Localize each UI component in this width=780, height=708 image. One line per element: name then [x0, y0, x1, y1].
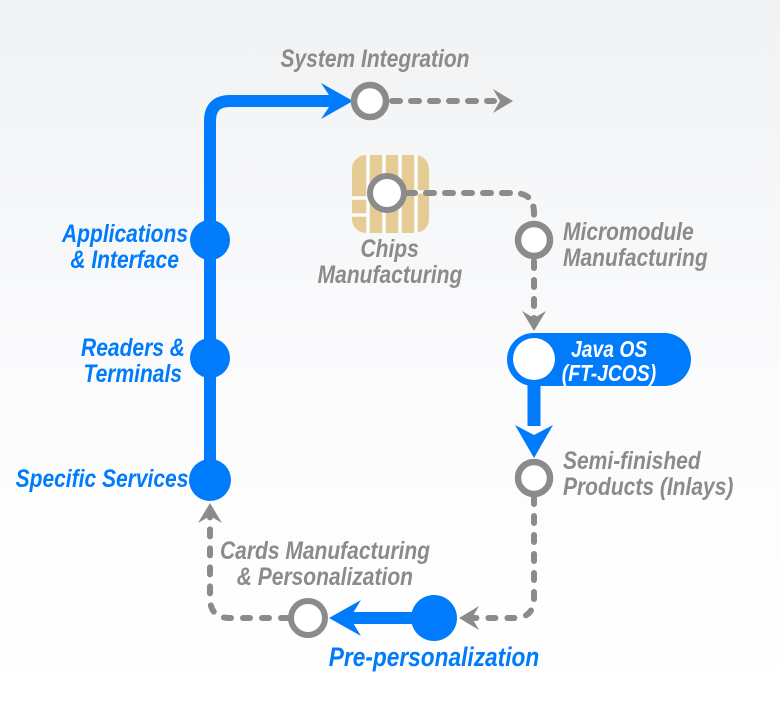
system-integration-label: System Integration	[280, 45, 470, 73]
pre-personalization-label: Pre-personalization	[328, 642, 540, 672]
node-specific-services	[189, 459, 231, 501]
node-cards-manufacturing	[288, 598, 328, 638]
blue-arrowhead-down-icon	[515, 425, 553, 458]
semi-finished-products-label: Semi-finished Products (Inlays)	[563, 447, 734, 501]
blue-arrowhead-left-icon	[329, 600, 361, 636]
chips-manufacturing-label: Chips Manufacturing	[317, 235, 463, 289]
applications-interface-label: Applications & Interface	[61, 220, 189, 274]
dashed-connector-cards-specificservices	[207, 513, 291, 621]
gray-arrowhead-left-icon	[459, 606, 479, 630]
node-java-os	[513, 338, 555, 380]
gray-arrowhead-up-icon	[198, 503, 222, 523]
dashed-connector-semifinished-prepersonalization	[471, 494, 537, 621]
specific-services-label: Specific Services	[15, 465, 189, 493]
java-os-pill	[507, 333, 691, 386]
cards-manufacturing-label: Cards Manufacturing & Personalization	[219, 537, 431, 591]
dashed-connector-chip-micromodule	[404, 190, 537, 222]
node-readers-terminals	[190, 338, 230, 378]
node-chips-manufacturing	[367, 173, 407, 213]
java-os-label: Java OS (FT-JCOS)	[561, 336, 657, 386]
blue-flow-line	[204, 95, 336, 481]
node-system-integration	[350, 81, 390, 121]
node-micromodule-manufacturing	[514, 220, 554, 260]
blue-arrowhead-right-icon	[321, 83, 353, 119]
gray-arrowhead-right-icon	[493, 89, 513, 113]
micromodule-manufacturing-label: Micromodule Manufacturing	[563, 218, 708, 272]
gray-arrowhead-down-icon	[522, 311, 546, 331]
readers-terminals-label: Readers & Terminals	[81, 334, 185, 388]
node-semi-finished-products	[514, 458, 554, 498]
node-applications-interface	[190, 220, 230, 260]
